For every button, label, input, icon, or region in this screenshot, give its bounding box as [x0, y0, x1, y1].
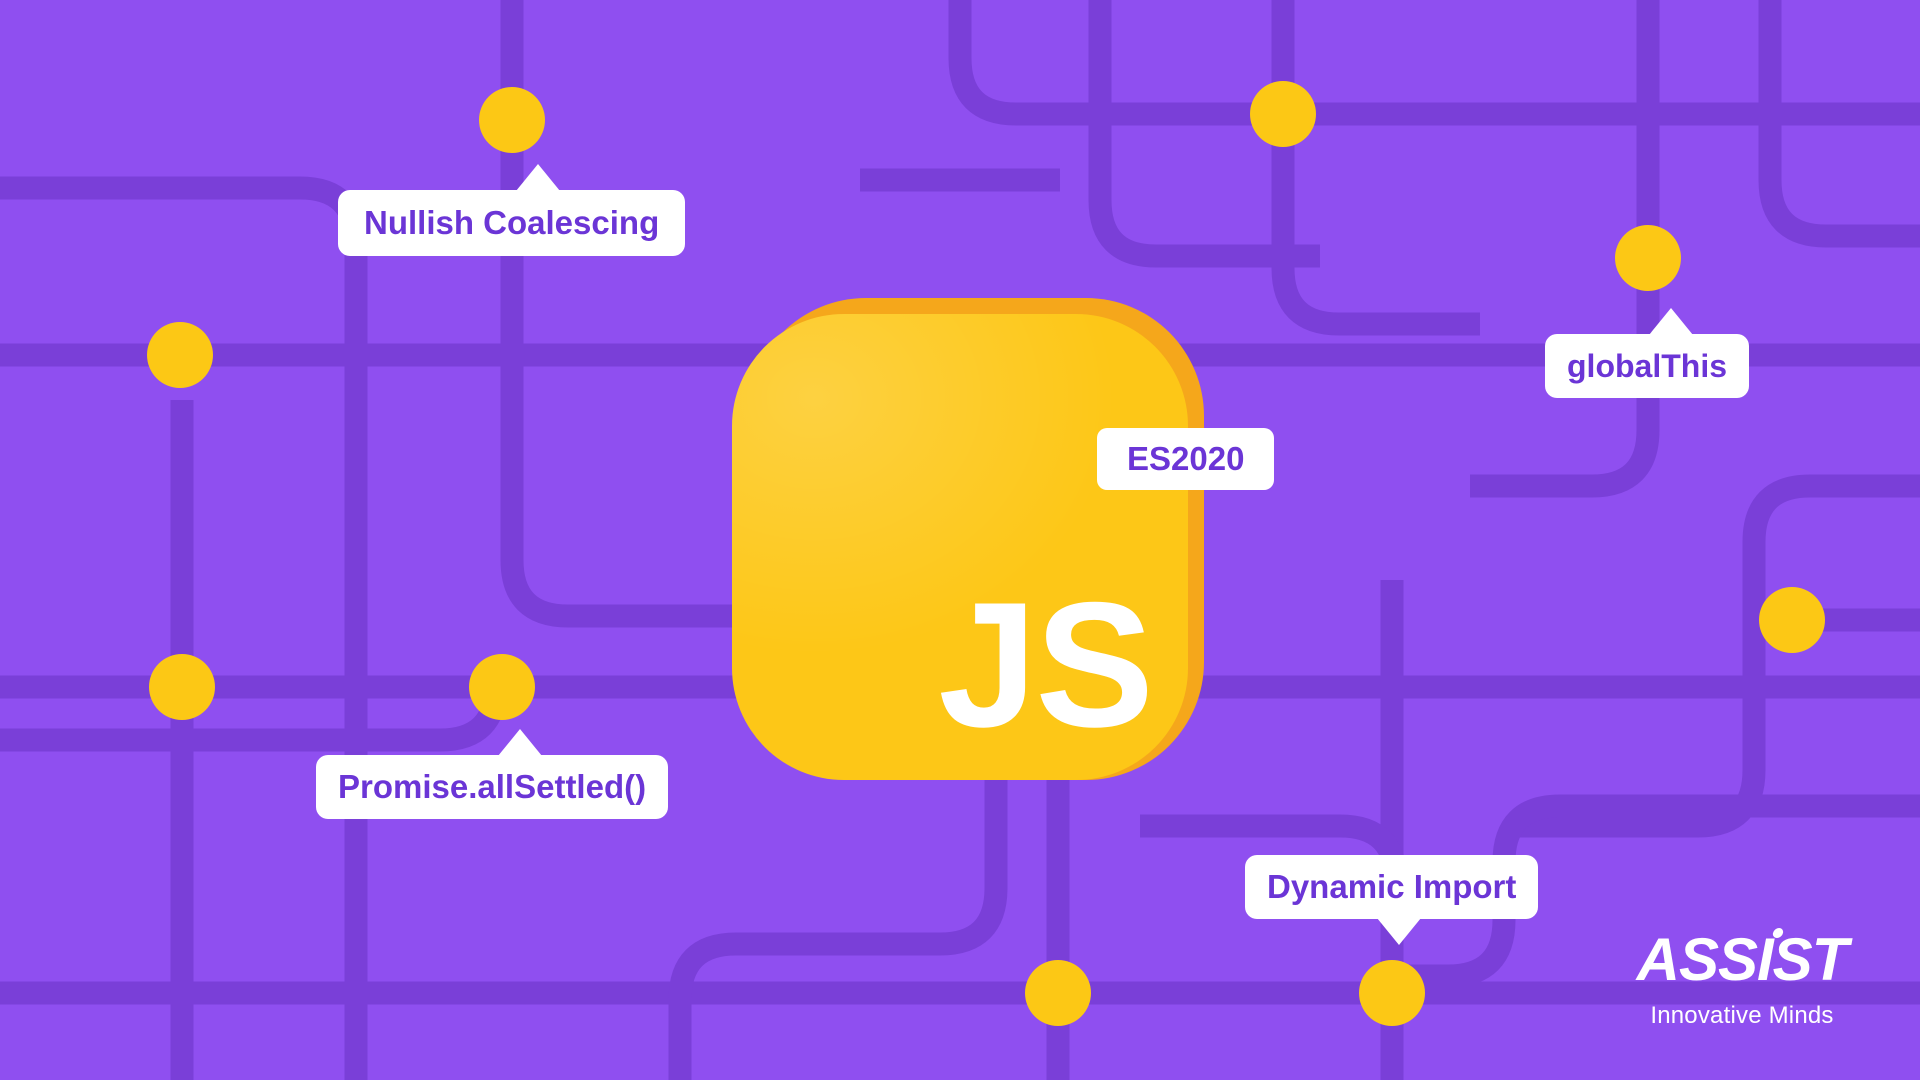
connector-node-bottom-dynamic [1359, 960, 1425, 1026]
callout-label: globalThis [1567, 347, 1727, 384]
javascript-logo: JS [732, 298, 1204, 780]
connector-node-promise [469, 654, 535, 720]
connector-node-top-right-upper [1250, 81, 1316, 147]
callout-tail-icon [1649, 308, 1693, 335]
callout-tail-icon [498, 729, 542, 756]
callout-tail-icon [516, 164, 560, 191]
connector-node-left-mid [147, 322, 213, 388]
connector-node-top-left-upper [479, 87, 545, 153]
callout-label: Dynamic Import [1267, 868, 1517, 905]
callout-tail-icon [1377, 918, 1421, 945]
assist-wordmark: ASSIST [1637, 928, 1848, 990]
assist-wordmark-text: ASSIST [1636, 926, 1849, 993]
connector-node-left-lower [149, 654, 215, 720]
javascript-logo-text: JS [938, 565, 1154, 764]
callout-label: Nullish Coalescing [364, 204, 660, 241]
connector-node-right-mid [1759, 587, 1825, 653]
callout-nullish-coalescing[interactable]: Nullish Coalescing [338, 164, 686, 256]
connector-node-globalthis [1615, 225, 1681, 291]
callout-promise-allsettled[interactable]: Promise.allSettled() [316, 729, 669, 819]
callout-label: Promise.allSettled() [338, 768, 647, 805]
callout-globalthis[interactable]: globalThis [1545, 308, 1749, 398]
connector-node-bottom-left [1025, 960, 1091, 1026]
javascript-logo-face: JS [732, 314, 1188, 780]
assist-tagline: Innovative Minds [1650, 1002, 1834, 1029]
callout-label: ES2020 [1127, 440, 1245, 477]
callout-es2020[interactable]: ES2020 [1097, 428, 1275, 490]
assist-logo: ASSIST Innovative Minds [1622, 928, 1862, 1029]
callout-dynamic-import[interactable]: Dynamic Import [1245, 855, 1539, 945]
